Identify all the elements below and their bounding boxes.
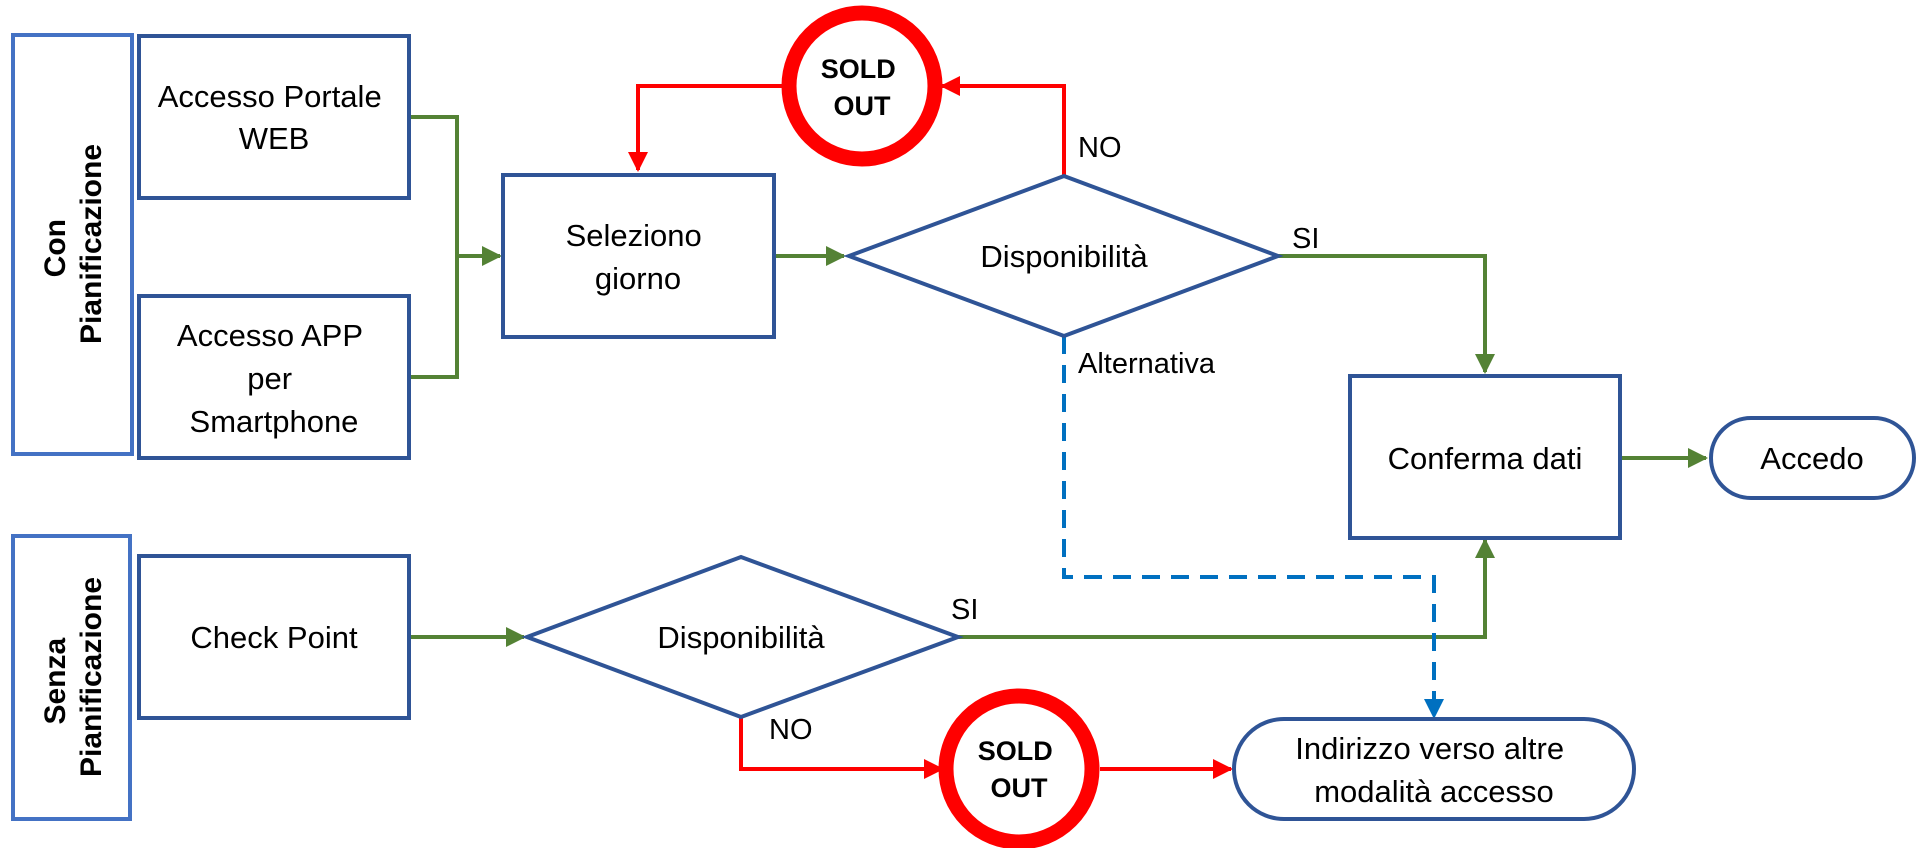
svg-text:Accesso APP per Sm: Accesso APP per Smartphone (177, 318, 371, 439)
edge-label-top-no: NO (1078, 132, 1122, 164)
svg-text:Indirizzo verso altre mo: Indirizzo verso altre modalità accesso (1295, 731, 1572, 809)
app-line2: per (247, 361, 292, 396)
node-conferma-dati: Conferma dati (1348, 374, 1622, 540)
node-seleziono-giorno: Seleziono giorno (501, 173, 776, 339)
indirizzo-line2: modalità accesso (1314, 774, 1554, 809)
connector-disponibilita-bottom-si-to-conferma (958, 538, 1495, 639)
node-disponibilita-top: Disponibilità (843, 173, 1284, 339)
seleziono-line1: Seleziono (566, 218, 702, 253)
disponibilita-top-label: Disponibilità (980, 239, 1148, 274)
lane-senza-line2: Pianificazione (75, 577, 108, 777)
lane-con-pianificazione: Con Pianificazione (11, 33, 134, 456)
svg-text:Accesso Portale WEB: Accesso Portale WEB (158, 79, 391, 156)
sold-out-top-line1: SOLD (821, 54, 896, 84)
lane-senza-pianificazione: Senza Pianificazione (11, 534, 132, 821)
connector-app-to-seleziono (409, 256, 459, 379)
svg-text:Con Pianificazione: Con Pianificazione (39, 144, 108, 344)
connector-portale-to-seleziono (409, 115, 502, 266)
edge-label-alternativa: Alternativa (1078, 348, 1216, 380)
connector-disponibilita-no-to-soldout (940, 76, 1066, 176)
sold-out-bottom-line2: OUT (991, 773, 1049, 803)
svg-text:Senza Pianificazione: Senza Pianificazione (39, 577, 108, 777)
node-indirizzo: Indirizzo verso altre modalità accesso (1232, 717, 1636, 821)
svg-text:Seleziono giorno: Seleziono giorno (566, 218, 711, 296)
sold-out-top-line2: OUT (834, 91, 892, 121)
edge-label-top-si: SI (1292, 223, 1319, 255)
connector-alternativa-to-indirizzo (1062, 336, 1444, 719)
node-disponibilita-bottom: Disponibilità (521, 554, 964, 720)
lane-senza-line1: Senza (39, 638, 72, 725)
app-line3: Smartphone (190, 404, 359, 439)
node-accesso-app: Accesso APP per Smartphone (137, 294, 411, 460)
svg-text:SOLD OUT: SOLD OUT (978, 736, 1061, 803)
node-accedo: Accedo (1709, 416, 1916, 500)
indirizzo-line1: Indirizzo verso altre (1295, 731, 1564, 766)
node-sold-out-top: SOLD OUT (781, 5, 943, 167)
node-accesso-portale-web: Accesso Portale WEB (137, 34, 411, 200)
node-sold-out-bottom: SOLD OUT (938, 688, 1100, 848)
svg-text:SOLD OUT: SOLD OUT (821, 54, 904, 121)
lane-con-line1: Con (39, 219, 72, 277)
sold-out-bottom-line1: SOLD (978, 736, 1053, 766)
connector-disponibilita-si-to-conferma (1278, 254, 1495, 374)
edge-label-bottom-no: NO (769, 714, 813, 746)
portale-web-line2: WEB (239, 121, 310, 156)
node-check-point: Check Point (137, 554, 411, 720)
lane-con-line2: Pianificazione (75, 144, 108, 344)
conferma-label: Conferma dati (1388, 441, 1583, 476)
connector-disponibilita-bottom-no-to-soldout (739, 717, 944, 779)
accedo-label: Accedo (1760, 441, 1863, 476)
disponibilita-bottom-label: Disponibilità (657, 620, 825, 655)
portale-web-line1: Accesso Portale (158, 79, 382, 114)
seleziono-line2: giorno (595, 261, 681, 296)
app-line1: Accesso APP (177, 318, 363, 353)
edge-label-bottom-si: SI (951, 594, 978, 626)
connector-soldout-to-seleziono (628, 84, 782, 172)
check-point-label: Check Point (190, 620, 358, 655)
